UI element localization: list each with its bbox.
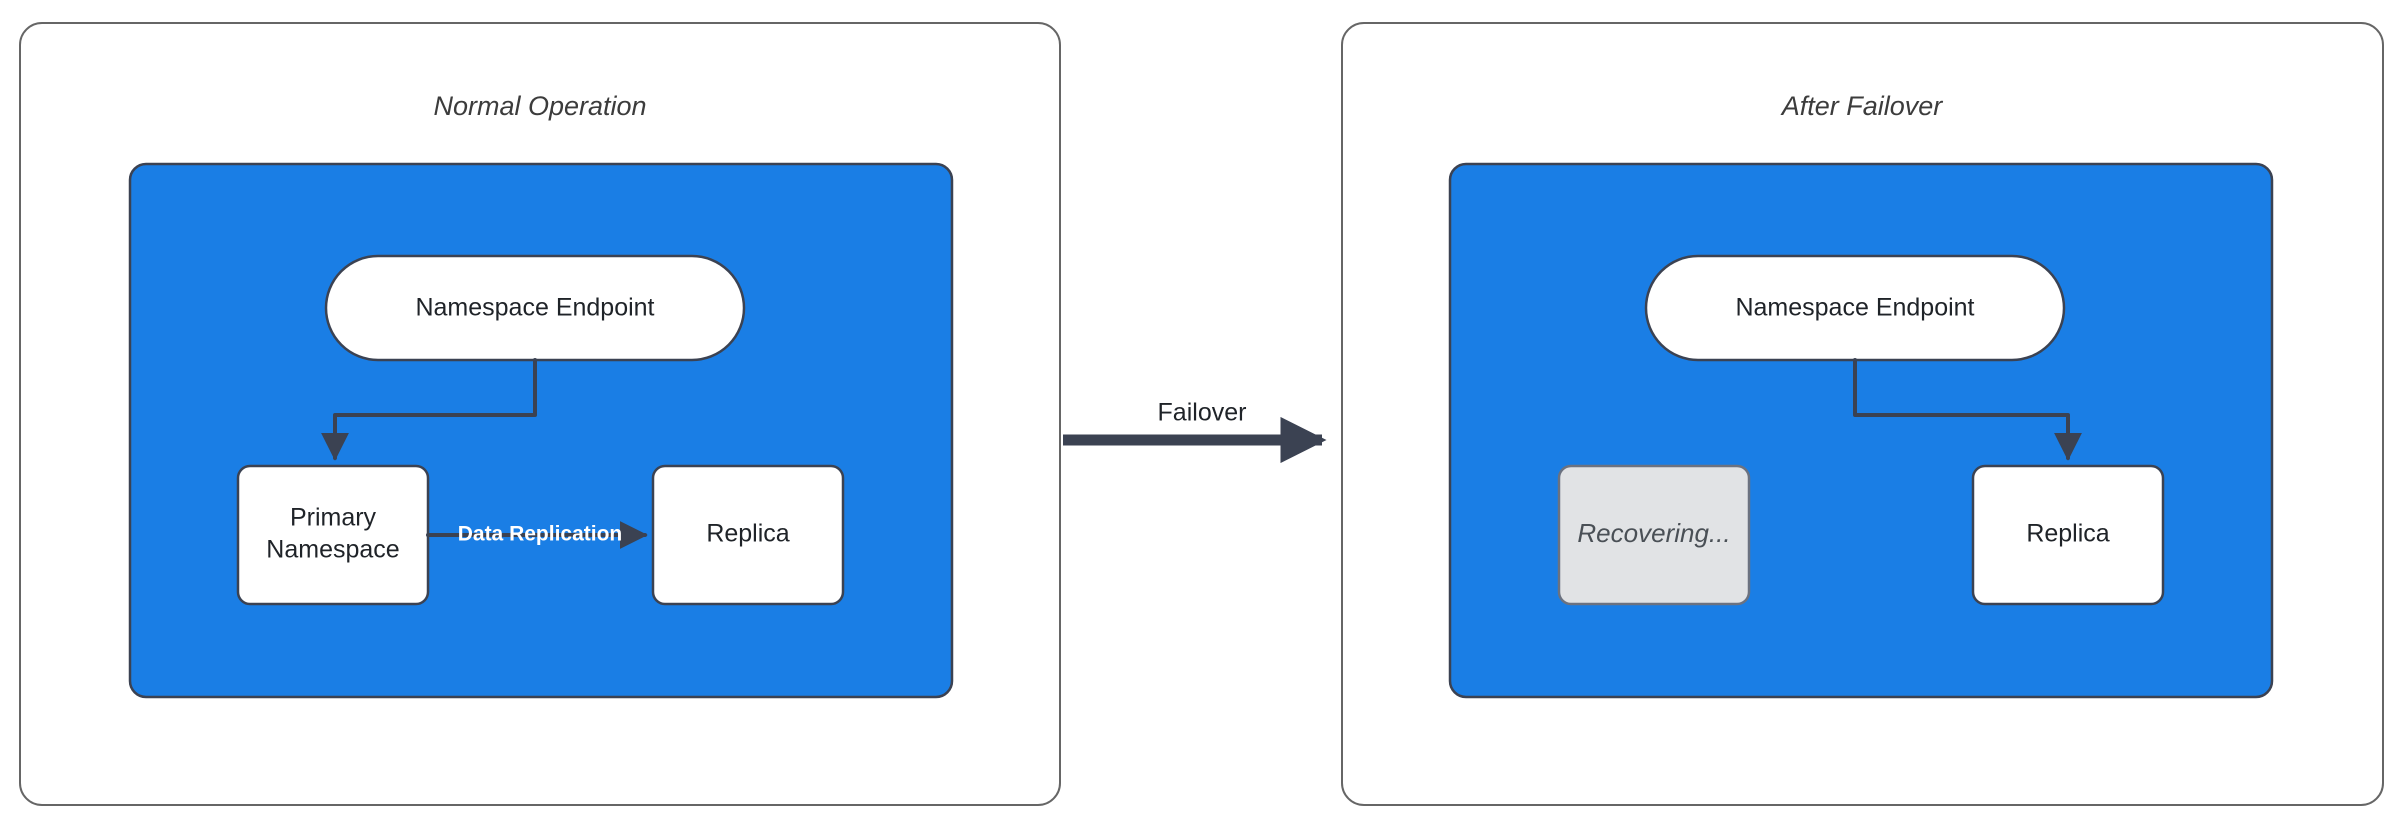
panel-after-failover: After Failover Namespace Endpoint Recove… [1341,22,2384,806]
node-replica-right-shape [1971,464,2165,606]
node-endpoint-left[interactable]: Namespace Endpoint [324,254,746,362]
edge-endpoint-to-replica-path [1853,358,2082,461]
node-primary-namespace-label-line2: Namespace [266,536,399,564]
node-primary-namespace-label-line1: Primary [290,504,377,532]
group-box-after-failover [1448,162,2274,699]
node-recovering-shape [1557,464,1751,606]
node-replica-left-label: Replica [706,520,789,548]
edge-label-data-replication: Data Replication [458,523,623,546]
edge-endpoint-to-primary-path [321,358,537,461]
panel-title-after-failover: After Failover [1780,91,1944,121]
node-recovering-label: Recovering... [1577,518,1730,548]
node-endpoint-right-label: Namespace Endpoint [1735,294,1974,322]
edge-endpoint-to-primary [321,358,537,461]
node-replica-left[interactable]: Replica [651,464,845,606]
node-replica-left-shape [651,464,845,606]
node-endpoint-right[interactable]: Namespace Endpoint [1644,254,2066,362]
panel-title-normal-operation: Normal Operation [433,91,646,121]
node-primary-namespace[interactable]: Primary Namespace [236,464,430,606]
node-replica-right[interactable]: Replica [1971,464,2165,606]
node-recovering[interactable]: Recovering... [1557,464,1751,606]
failover-transition: Failover [1063,399,1327,464]
group-box-normal-operation [128,162,954,699]
panel-normal-operation: Normal Operation Namespace Endpoint Prim… [19,22,1061,806]
node-replica-right-label: Replica [2026,520,2109,548]
node-endpoint-left-label: Namespace Endpoint [415,294,654,322]
edge-primary-to-replica: Data Replication [426,521,648,549]
edge-endpoint-to-replica [1853,358,2082,461]
failover-label: Failover [1158,399,1247,427]
